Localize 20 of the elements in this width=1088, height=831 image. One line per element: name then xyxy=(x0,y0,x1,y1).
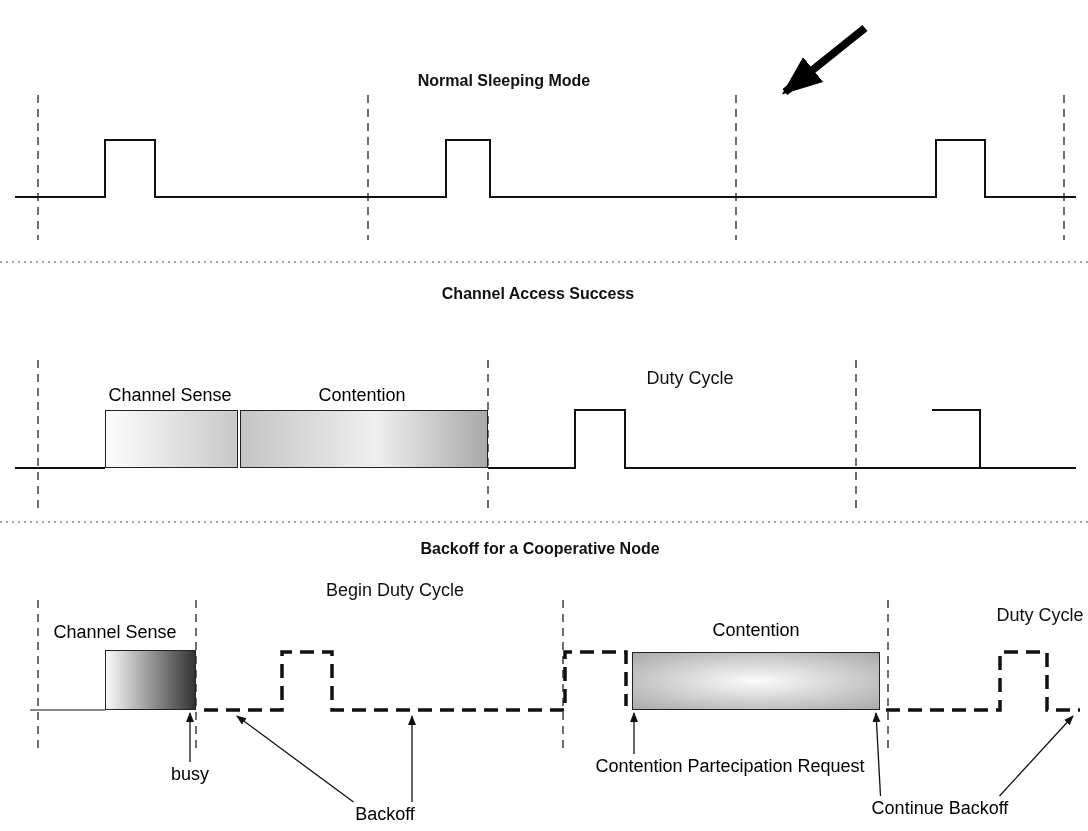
section-title: Normal Sleeping Mode xyxy=(417,72,591,90)
phase-label: Contention xyxy=(712,620,800,641)
phase-label: Contention xyxy=(318,385,406,406)
phase-label: Duty Cycle xyxy=(996,605,1084,626)
phase-label: Begin Duty Cycle xyxy=(325,580,465,601)
section-title: Backoff for a Cooperative Node xyxy=(420,540,660,558)
annotation-text: Continue Backoff xyxy=(855,797,1025,820)
section-title: Channel Access Success xyxy=(441,285,635,303)
leader-line xyxy=(630,712,638,755)
leader-line xyxy=(236,715,355,803)
annotation-text: busy xyxy=(160,763,220,786)
phase-label: Duty Cycle xyxy=(646,368,734,389)
phase-label: Channel Sense xyxy=(108,385,232,406)
leader-line xyxy=(408,715,416,803)
annotation-text: Contention Partecipation Request xyxy=(585,755,875,778)
leader-line xyxy=(872,712,882,797)
leader-line xyxy=(998,715,1074,797)
phase-label: Channel Sense xyxy=(53,622,177,643)
leader-line xyxy=(186,712,194,763)
annotation-text: Backoff xyxy=(340,803,430,826)
